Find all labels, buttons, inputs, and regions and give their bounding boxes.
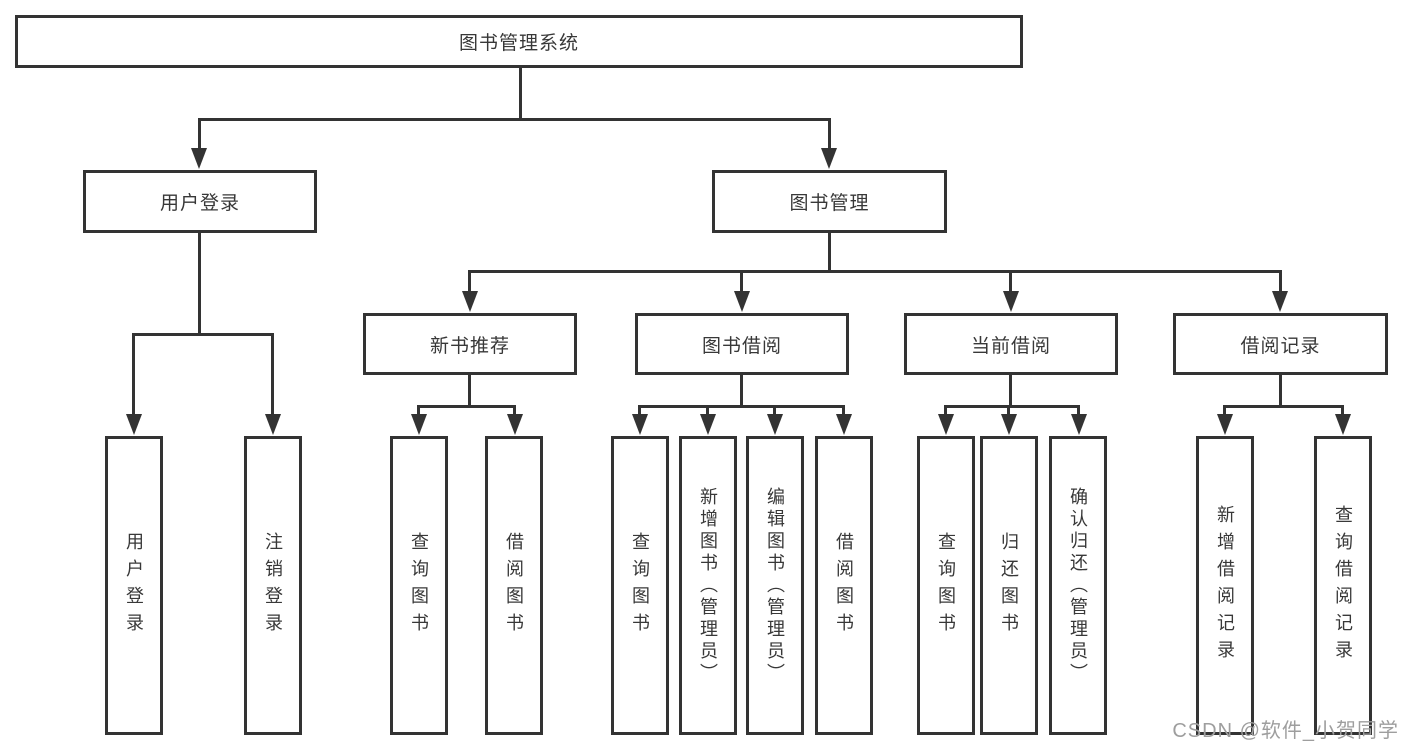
connector-line <box>1009 270 1012 293</box>
connector-line <box>1279 375 1282 408</box>
connector-line <box>944 405 1080 408</box>
node-current-borrow-label: 当前借阅 <box>970 335 1051 357</box>
leaf-rec-query-book: 查询图书 <box>390 436 448 735</box>
connector-line <box>828 118 831 149</box>
leaf-bb-borrow-book-label: 借阅图书 <box>834 531 854 640</box>
arrowhead-down-icon <box>938 414 954 435</box>
leaf-cb-return-book-label: 归还图书 <box>999 531 1019 640</box>
connector-line <box>1279 270 1282 293</box>
node-root-label: 图书管理系统 <box>458 33 579 54</box>
connector-line <box>417 405 420 416</box>
leaf-br-query-record-label: 查询借阅记录 <box>1333 504 1353 667</box>
connector-line <box>513 405 516 416</box>
node-borrow-records-label: 借阅记录 <box>1240 335 1321 357</box>
connector-line <box>740 375 743 408</box>
leaf-logout-label: 注销登录 <box>263 531 283 640</box>
node-book-management: 图书管理 <box>712 170 947 233</box>
connector-line <box>638 405 641 416</box>
leaf-user-login-label: 用户登录 <box>124 531 144 640</box>
leaf-bb-add-book-label: 新增图书（管理员） <box>698 486 718 685</box>
arrowhead-down-icon <box>1217 414 1233 435</box>
connector-line <box>1341 405 1344 416</box>
leaf-cb-confirm-return-label: 确认归还（管理员） <box>1068 486 1088 685</box>
leaf-br-add-record: 新增借阅记录 <box>1196 436 1254 735</box>
node-book-borrow-label: 图书借阅 <box>701 335 782 357</box>
arrowhead-down-icon <box>1071 414 1087 435</box>
leaf-rec-borrow-book: 借阅图书 <box>485 436 543 735</box>
leaf-bb-add-book: 新增图书（管理员） <box>679 436 737 735</box>
node-new-book-recommend: 新书推荐 <box>363 313 577 375</box>
arrowhead-down-icon <box>191 148 207 169</box>
leaf-rec-borrow-book-label: 借阅图书 <box>504 531 524 640</box>
connector-line <box>944 405 947 416</box>
leaf-cb-return-book: 归还图书 <box>980 436 1038 735</box>
leaf-cb-confirm-return: 确认归还（管理员） <box>1049 436 1107 735</box>
connector-line <box>828 233 831 272</box>
arrowhead-down-icon <box>836 414 852 435</box>
connector-line <box>198 118 201 149</box>
leaf-cb-query-book-label: 查询图书 <box>936 531 956 640</box>
leaf-bb-query-book-label: 查询图书 <box>630 531 650 640</box>
connector-line <box>271 333 274 415</box>
leaf-cb-query-book: 查询图书 <box>917 436 975 735</box>
arrowhead-down-icon <box>1001 414 1017 435</box>
arrowhead-down-icon <box>821 148 837 169</box>
connector-line <box>198 118 831 121</box>
arrowhead-down-icon <box>1335 414 1351 435</box>
connector-line <box>132 333 135 415</box>
leaf-br-query-record: 查询借阅记录 <box>1314 436 1372 735</box>
connector-line <box>1077 405 1080 416</box>
connector-line <box>468 375 471 408</box>
connector-line <box>519 68 522 120</box>
arrowhead-down-icon <box>411 414 427 435</box>
csdn-watermark: CSDN @软件_小贺同学 <box>1172 720 1399 742</box>
arrowhead-down-icon <box>632 414 648 435</box>
leaf-bb-edit-book: 编辑图书（管理员） <box>746 436 804 735</box>
connector-line <box>469 270 1282 273</box>
leaf-user-login: 用户登录 <box>105 436 163 735</box>
arrowhead-down-icon <box>126 414 142 435</box>
arrowhead-down-icon <box>265 414 281 435</box>
node-new-book-recommend-label: 新书推荐 <box>429 335 510 357</box>
connector-line <box>468 270 471 293</box>
node-book-borrow: 图书借阅 <box>635 313 849 375</box>
connector-line <box>417 405 516 408</box>
leaf-logout: 注销登录 <box>244 436 302 735</box>
arrowhead-down-icon <box>767 414 783 435</box>
leaf-rec-query-book-label: 查询图书 <box>409 531 429 640</box>
node-current-borrow: 当前借阅 <box>904 313 1118 375</box>
connector-line <box>638 405 845 408</box>
leaf-bb-borrow-book: 借阅图书 <box>815 436 873 735</box>
arrowhead-down-icon <box>734 291 750 312</box>
node-book-management-label: 图书管理 <box>789 193 870 214</box>
arrowhead-down-icon <box>700 414 716 435</box>
connector-line <box>706 405 709 416</box>
node-user-login: 用户登录 <box>83 170 317 233</box>
connector-line <box>132 333 274 336</box>
arrowhead-down-icon <box>1003 291 1019 312</box>
connector-line <box>1007 405 1010 416</box>
node-borrow-records: 借阅记录 <box>1173 313 1388 375</box>
node-root: 图书管理系统 <box>15 15 1023 68</box>
leaf-bb-edit-book-label: 编辑图书（管理员） <box>765 486 785 685</box>
connector-line <box>773 405 776 416</box>
arrowhead-down-icon <box>507 414 523 435</box>
arrowhead-down-icon <box>1272 291 1288 312</box>
leaf-br-add-record-label: 新增借阅记录 <box>1215 504 1235 667</box>
connector-line <box>1009 375 1012 408</box>
arrowhead-down-icon <box>462 291 478 312</box>
connector-line <box>1223 405 1226 416</box>
connector-line <box>842 405 845 416</box>
node-user-login-label: 用户登录 <box>159 193 240 214</box>
connector-line <box>1223 405 1344 408</box>
connector-line <box>198 233 201 336</box>
connector-line <box>740 270 743 293</box>
leaf-bb-query-book: 查询图书 <box>611 436 669 735</box>
